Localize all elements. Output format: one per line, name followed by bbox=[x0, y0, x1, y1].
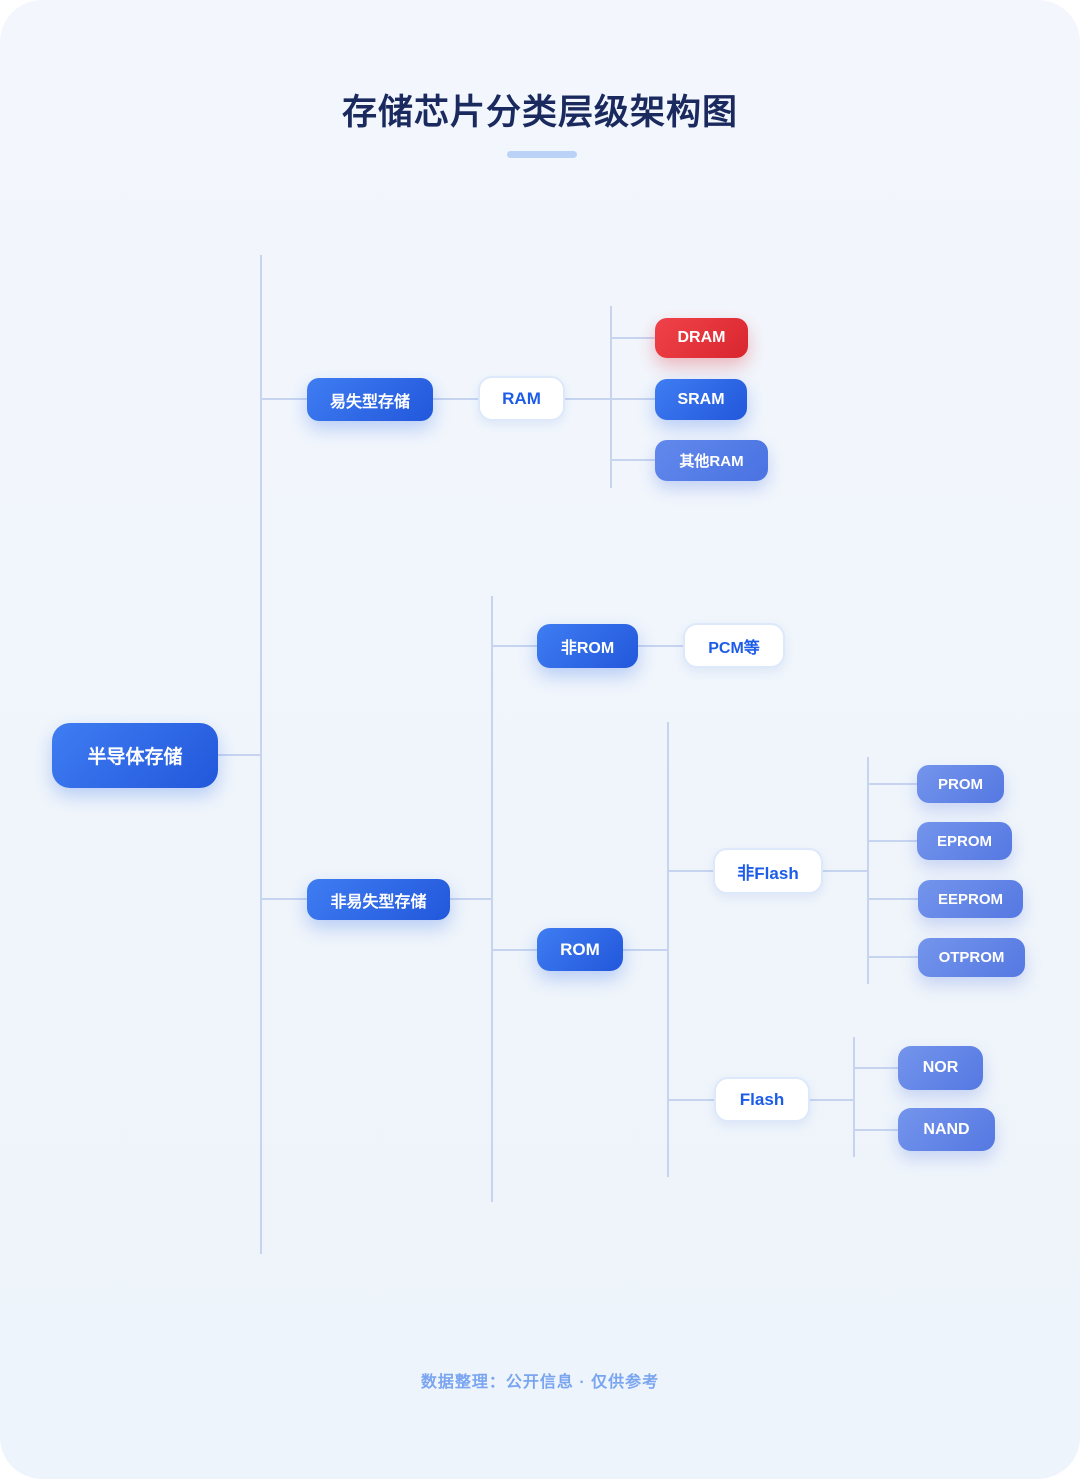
node-eprom: EPROM bbox=[917, 822, 1012, 860]
node-ram: RAM bbox=[478, 376, 565, 421]
connector-rom-trunk bbox=[623, 949, 668, 951]
node-nonvolatile-storage: 非易失型存储 bbox=[307, 879, 450, 920]
node-eeprom: EEPROM bbox=[918, 880, 1023, 918]
node-prom: PROM bbox=[917, 765, 1004, 803]
node-dram: DRAM bbox=[655, 318, 748, 358]
connector-ram-trunk bbox=[565, 398, 611, 400]
connector-eeprom-stub bbox=[868, 898, 918, 900]
connector-dram-stub bbox=[611, 337, 655, 339]
node-non-flash: 非Flash bbox=[713, 848, 823, 894]
connector-nonflash-children-trunk bbox=[867, 757, 869, 984]
connector-nonvolatile-right bbox=[450, 898, 492, 900]
connector-nonflash-right bbox=[823, 870, 868, 872]
connector-root-trunk bbox=[218, 754, 261, 756]
node-rom: ROM bbox=[537, 928, 623, 971]
connector-nand-stub bbox=[854, 1129, 898, 1131]
connector-volatile-ram bbox=[433, 398, 478, 400]
node-semiconductor-storage: 半导体存储 bbox=[52, 723, 218, 788]
connector-otherram-stub bbox=[611, 459, 655, 461]
connector-eprom-stub bbox=[868, 840, 917, 842]
connector-nonvolatile-left bbox=[261, 898, 307, 900]
node-pcm: PCM等 bbox=[683, 623, 785, 668]
node-nand: NAND bbox=[898, 1108, 995, 1151]
connector-nonvolatile-trunk bbox=[491, 596, 493, 1202]
connector-sram-stub bbox=[611, 398, 655, 400]
connector-main-trunk bbox=[260, 255, 262, 1254]
connector-volatile-left bbox=[261, 398, 307, 400]
connector-flash-stub bbox=[668, 1099, 714, 1101]
connector-flash-right bbox=[810, 1099, 854, 1101]
node-otprom: OTPROM bbox=[918, 938, 1025, 977]
node-other-ram: 其他RAM bbox=[655, 440, 768, 481]
connector-nor-stub bbox=[854, 1067, 898, 1069]
connector-flash-children-trunk bbox=[853, 1037, 855, 1157]
connector-otprom-stub bbox=[868, 956, 918, 958]
node-flash: Flash bbox=[714, 1077, 810, 1122]
node-sram: SRAM bbox=[655, 379, 747, 420]
connector-prom-stub bbox=[868, 783, 917, 785]
page-title: 存储芯片分类层级架构图 bbox=[341, 93, 738, 132]
node-non-rom: 非ROM bbox=[537, 624, 638, 668]
node-volatile-storage: 易失型存储 bbox=[307, 378, 433, 421]
title-underline-decoration bbox=[507, 151, 577, 158]
node-nor: NOR bbox=[898, 1046, 983, 1090]
connector-nonflash-stub bbox=[668, 870, 713, 872]
connector-nonrom-pcm bbox=[638, 645, 683, 647]
connector-ram-children-trunk bbox=[610, 306, 612, 488]
connector-rom-children-trunk bbox=[667, 722, 669, 1177]
footer-note: 数据整理：公开信息 · 仅供参考 bbox=[420, 1374, 660, 1391]
connector-nonrom-stub bbox=[492, 645, 537, 647]
connector-rom-stub bbox=[492, 949, 537, 951]
